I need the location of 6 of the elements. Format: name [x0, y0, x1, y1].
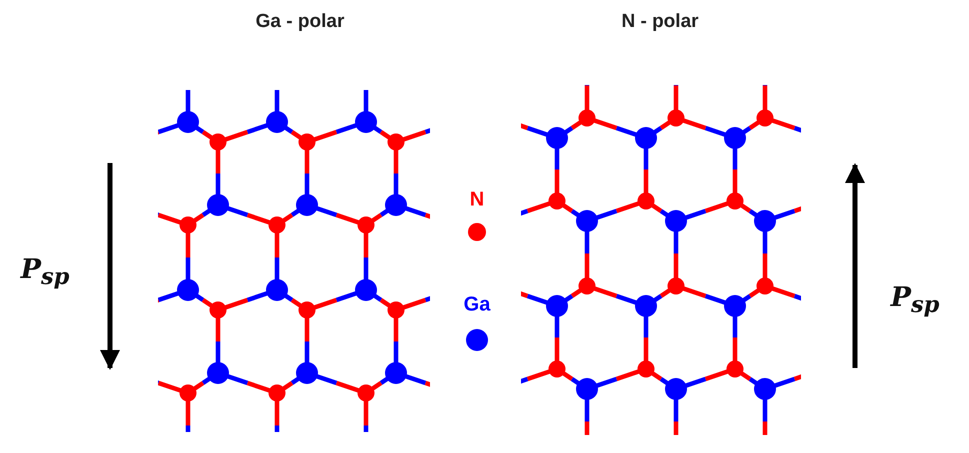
polarization-label: P$_{sp}$ [20, 254, 70, 290]
polarization-label: P$_{sp}$ [890, 282, 940, 318]
legend-label: N [470, 188, 484, 212]
heading: N - polar [621, 11, 699, 33]
heading: Ga - polar [256, 11, 344, 33]
legend-label: Ga [464, 294, 490, 316]
